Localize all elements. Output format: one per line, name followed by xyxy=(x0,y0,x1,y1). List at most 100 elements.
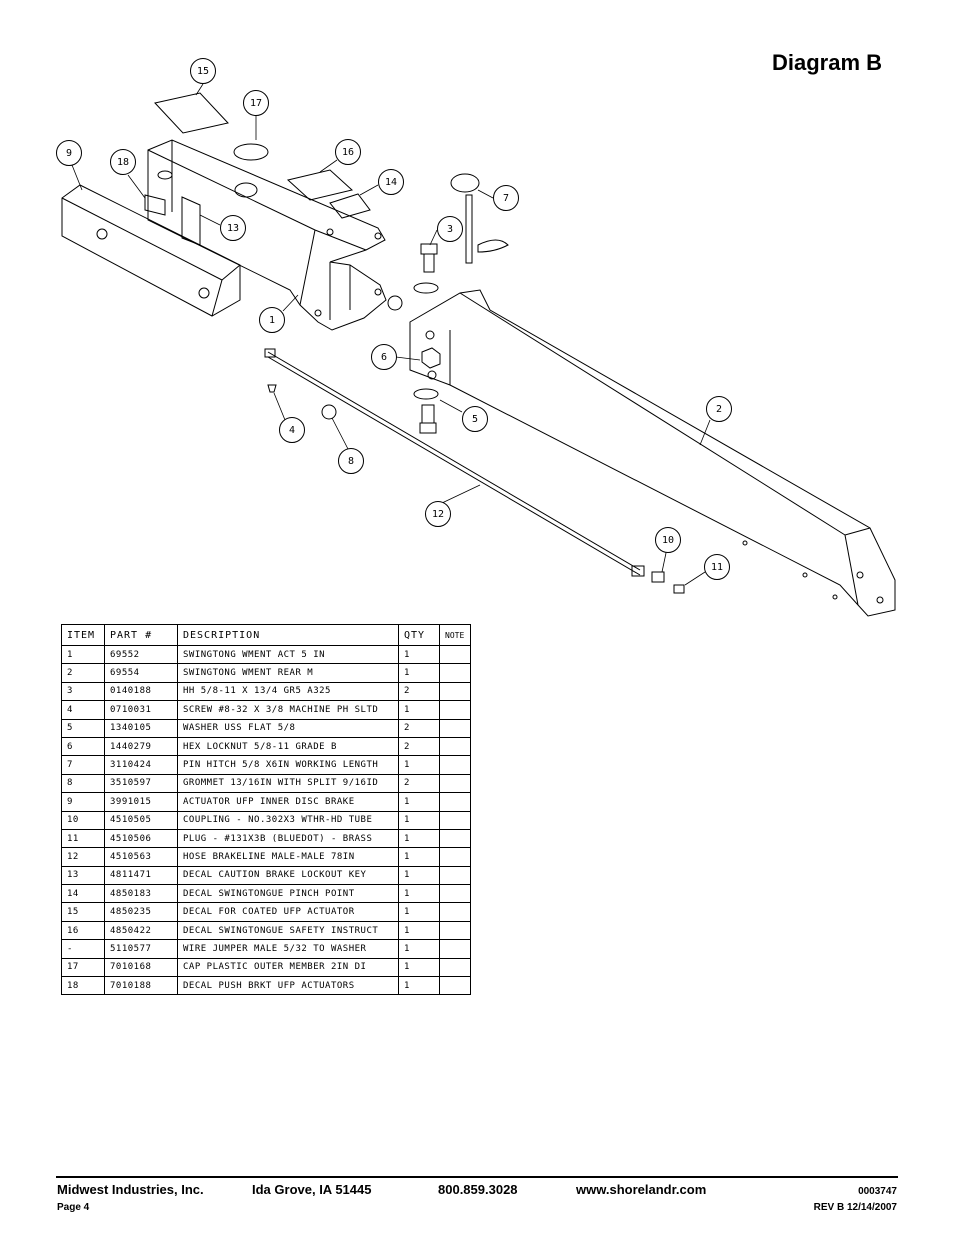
cell-description: DECAL FOR COATED UFP ACTUATOR xyxy=(177,902,399,922)
grommet-8 xyxy=(321,404,337,420)
callout-7: 7 xyxy=(493,185,519,211)
decal-15 xyxy=(154,92,229,134)
callout-16: 16 xyxy=(335,139,361,165)
cell-item: 6 xyxy=(61,736,105,757)
callout-5: 5 xyxy=(462,406,488,432)
header-item: ITEM xyxy=(61,624,105,646)
callout-15: 15 xyxy=(190,58,216,84)
cell-description: WIRE JUMPER MALE 5/32 TO WASHER xyxy=(177,939,399,959)
cell-note xyxy=(439,847,471,867)
cell-qty: 1 xyxy=(398,663,440,683)
cell-qty: 1 xyxy=(398,644,440,665)
cell-item: 7 xyxy=(61,755,105,775)
callout-12: 12 xyxy=(425,501,451,527)
cell-item: 13 xyxy=(61,865,105,886)
cell-note xyxy=(439,902,471,922)
callout-9: 9 xyxy=(56,140,82,166)
callout-18: 18 xyxy=(110,149,136,175)
cell-qty: 1 xyxy=(398,957,440,978)
cell-description: HH 5/8-11 X 13/4 GR5 A325 xyxy=(177,681,399,702)
bolt-lower xyxy=(419,404,437,434)
callout-4: 4 xyxy=(279,417,305,443)
cell-part: 0140188 xyxy=(104,681,178,702)
table-header-row: ITEM PART # DESCRIPTION QTY NOTE xyxy=(61,624,471,646)
callout-14: 14 xyxy=(378,169,404,195)
cell-item: 5 xyxy=(61,718,105,738)
cell-item: 8 xyxy=(61,773,105,794)
cell-qty: 1 xyxy=(398,902,440,922)
cell-note xyxy=(439,810,471,830)
footer-city: Ida Grove, IA 51445 xyxy=(252,1182,372,1197)
cell-description: PLUG - #131X3B (BLUEDOT) - BRASS xyxy=(177,828,399,849)
header-note: NOTE xyxy=(439,624,471,646)
decal-14 xyxy=(329,193,371,219)
cell-qty: 1 xyxy=(398,865,440,886)
cell-part: 5110577 xyxy=(104,939,178,959)
cell-item: 10 xyxy=(61,810,105,830)
cell-description: COUPLING - NO.302X3 WTHR-HD TUBE xyxy=(177,810,399,830)
cell-item: 12 xyxy=(61,847,105,867)
cell-part: 7010188 xyxy=(104,976,178,996)
cell-qty: 1 xyxy=(398,847,440,867)
cell-part: 4850235 xyxy=(104,902,178,922)
cell-note xyxy=(439,736,471,757)
bolt-3 xyxy=(420,243,438,273)
cell-part: 0710031 xyxy=(104,700,178,720)
cell-item: 15 xyxy=(61,902,105,922)
cell-description: HOSE BRAKELINE MALE-MALE 78IN xyxy=(177,847,399,867)
cell-note xyxy=(439,884,471,904)
cell-description: ACTUATOR UFP INNER DISC BRAKE xyxy=(177,792,399,812)
diagram-drawing xyxy=(61,83,896,617)
cell-part: 1340105 xyxy=(104,718,178,738)
screw-4 xyxy=(267,384,277,393)
cell-part: 4510506 xyxy=(104,828,178,849)
actuator-inner-9 xyxy=(61,184,241,317)
callout-2: 2 xyxy=(706,396,732,422)
cell-description: DECAL SWINGTONGUE SAFETY INSTRUCT xyxy=(177,920,399,941)
actuator-1 xyxy=(147,139,387,331)
callout-17: 17 xyxy=(243,90,269,116)
cell-part: 3510597 xyxy=(104,773,178,794)
washer-top xyxy=(413,282,439,294)
cell-part: 4850183 xyxy=(104,884,178,904)
callout-8: 8 xyxy=(338,448,364,474)
cell-part: 4811471 xyxy=(104,865,178,886)
cell-item: 14 xyxy=(61,884,105,904)
callout-1: 1 xyxy=(259,307,285,333)
cell-part: 69552 xyxy=(104,644,178,665)
cell-part: 3991015 xyxy=(104,792,178,812)
cell-note xyxy=(439,828,471,849)
cell-note xyxy=(439,681,471,702)
header-part: PART # xyxy=(104,624,178,646)
cell-item: 11 xyxy=(61,828,105,849)
cell-qty: 1 xyxy=(398,700,440,720)
cell-description: HEX LOCKNUT 5/8-11 GRADE B xyxy=(177,736,399,757)
decal-16 xyxy=(286,169,354,201)
cell-description: PIN HITCH 5/8 X6IN WORKING LENGTH xyxy=(177,755,399,775)
cell-qty: 1 xyxy=(398,792,440,812)
cell-part: 69554 xyxy=(104,663,178,683)
cell-description: SWINGTONG WMENT REAR M xyxy=(177,663,399,683)
cell-qty: 1 xyxy=(398,976,440,996)
coupling-10 xyxy=(651,571,665,583)
cell-note xyxy=(439,865,471,886)
cell-description: DECAL PUSH BRKT UFP ACTUATORS xyxy=(177,976,399,996)
cell-item: 17 xyxy=(61,957,105,978)
cell-qty: 2 xyxy=(398,773,440,794)
cell-description: DECAL CAUTION BRAKE LOCKOUT KEY xyxy=(177,865,399,886)
cell-description: GROMMET 13/16IN WITH SPLIT 9/16ID xyxy=(177,773,399,794)
cell-note xyxy=(439,718,471,738)
cell-part: 1440279 xyxy=(104,736,178,757)
rear-tongue-2 xyxy=(409,289,896,617)
